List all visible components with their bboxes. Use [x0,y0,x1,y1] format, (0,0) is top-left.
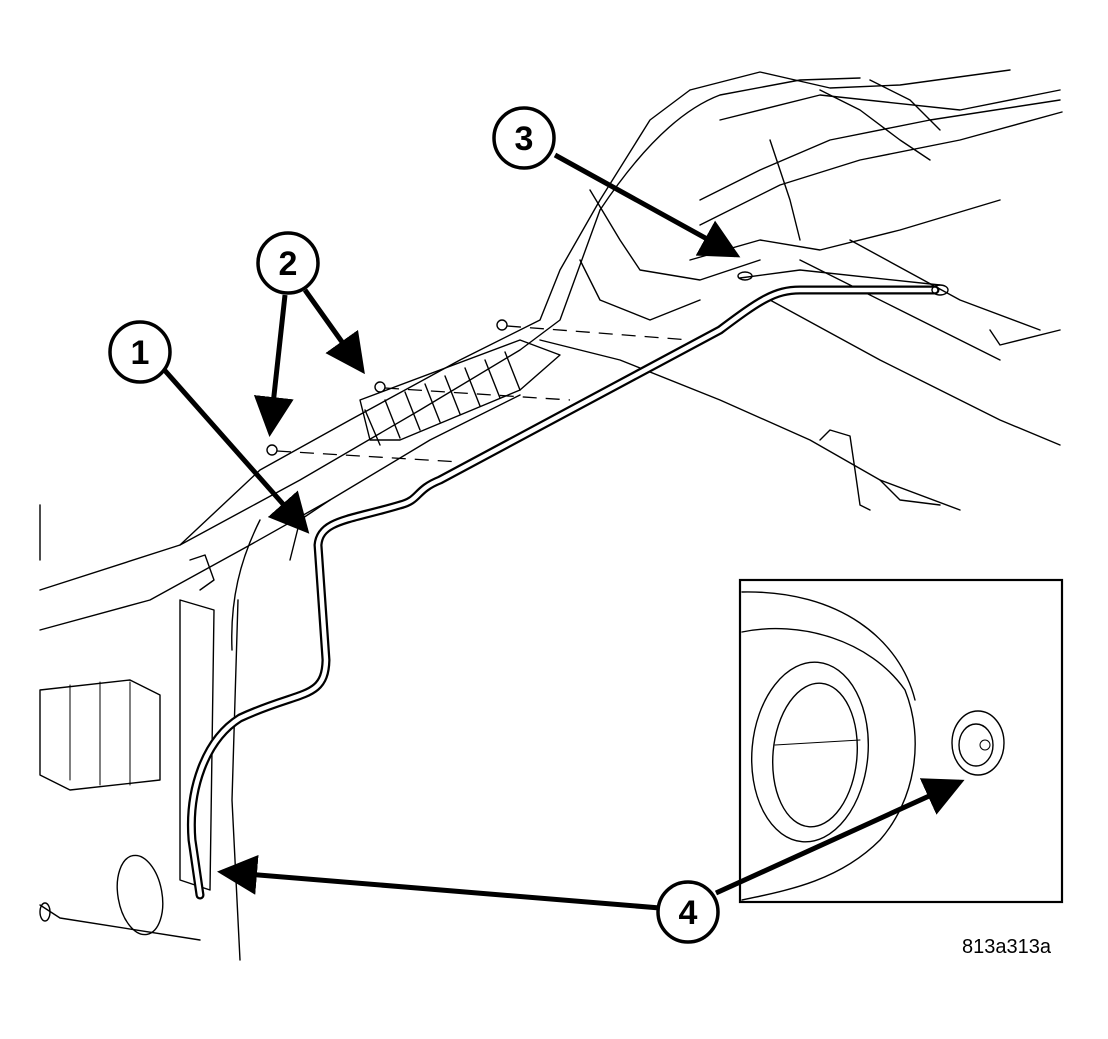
arrow-3 [553,152,741,258]
callout-2: 2 [256,231,320,295]
arrow-4a [217,854,661,911]
callout-3: 3 [492,106,556,170]
vehicle-body-outline [39,69,1063,961]
clip-middle [374,381,386,393]
arrow-4b [714,778,965,896]
arrow-2b [302,288,365,375]
tube [186,269,949,900]
callout-1: 1 [108,320,172,384]
arrow-2a [253,294,294,437]
leader-arrows [158,152,965,911]
callout-1-label: 1 [131,334,150,372]
arrow-1 [158,363,310,534]
grommet-outer [951,710,1005,776]
callout-3-label: 3 [515,120,534,158]
callout-4: 4 [656,880,720,944]
callout-4-label: 4 [679,894,698,932]
inset-detail [738,578,1064,904]
clip-lower [266,444,278,456]
figure-id: 813a313a [962,936,1051,958]
callout-2-label: 2 [279,245,298,283]
clip-locations [266,319,691,463]
clip-upper [496,319,508,331]
